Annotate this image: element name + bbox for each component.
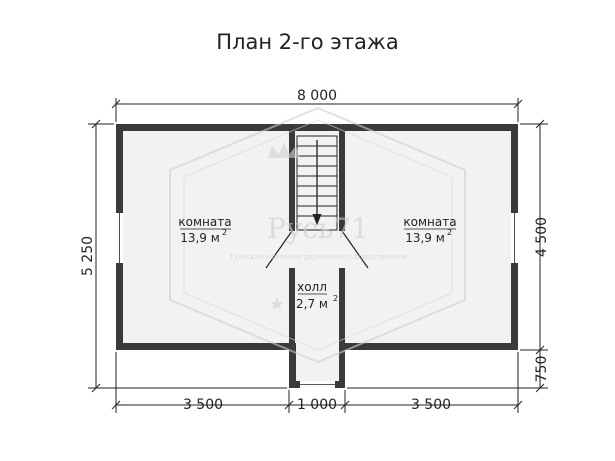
door-left — [265, 230, 293, 269]
window-right — [511, 213, 518, 263]
staircase — [296, 135, 338, 231]
room-left-unit-sup: 2 — [222, 228, 227, 237]
door-right — [341, 230, 369, 269]
floor-area — [123, 131, 511, 381]
partition-right-upper — [339, 131, 345, 231]
dimension-top — [111, 98, 523, 122]
room-hall-area-text: 2,7 м — [296, 297, 328, 311]
room-left-name: комната — [178, 215, 231, 229]
room-hall-unit-sup: 2 — [333, 294, 338, 303]
watermark: Русь71 Тульская компания деревянного дом… — [169, 106, 466, 364]
room-left-area: 13,9 м — [180, 231, 220, 245]
room-right-name: комната — [403, 215, 456, 229]
crown-icon — [268, 142, 300, 158]
dimension-top-label: 8 000 — [297, 88, 337, 104]
room-right-area-text: 13,9 м — [405, 231, 445, 245]
room-hall-area: 2,7 м — [296, 297, 328, 311]
dimension-left — [88, 119, 287, 393]
room-right-unit-sup: 2 — [447, 228, 452, 237]
watermark-brand: Русь71 — [267, 212, 369, 245]
dimension-bottom-mid-label: 1 000 — [297, 397, 337, 413]
dimension-bottom-left-label: 3 500 — [183, 397, 223, 413]
room-right-area: 13,9 м — [405, 231, 445, 245]
partition-left-lower — [289, 268, 295, 350]
room-left-area-text: 13,9 м — [180, 231, 220, 245]
page-title: План 2-го этажа — [216, 30, 399, 54]
dimension-right-main-label: 4 500 — [534, 217, 550, 257]
star-icon — [270, 297, 284, 310]
watermark-tagline: Тульская компания деревянного домостроен… — [229, 253, 407, 261]
dimension-left-label: 5 250 — [80, 236, 96, 276]
partition-left-upper — [289, 131, 295, 231]
dimension-right-bottom-label: 750 — [534, 356, 550, 383]
dimension-bottom — [111, 352, 523, 413]
window-left — [116, 213, 123, 263]
room-hall-name: холл — [297, 280, 327, 294]
partition-right-lower — [339, 268, 345, 350]
window-bottom — [300, 381, 335, 388]
dimension-right — [347, 119, 548, 393]
dimension-bottom-right-label: 3 500 — [411, 397, 451, 413]
watermark-hexagon — [169, 106, 466, 364]
